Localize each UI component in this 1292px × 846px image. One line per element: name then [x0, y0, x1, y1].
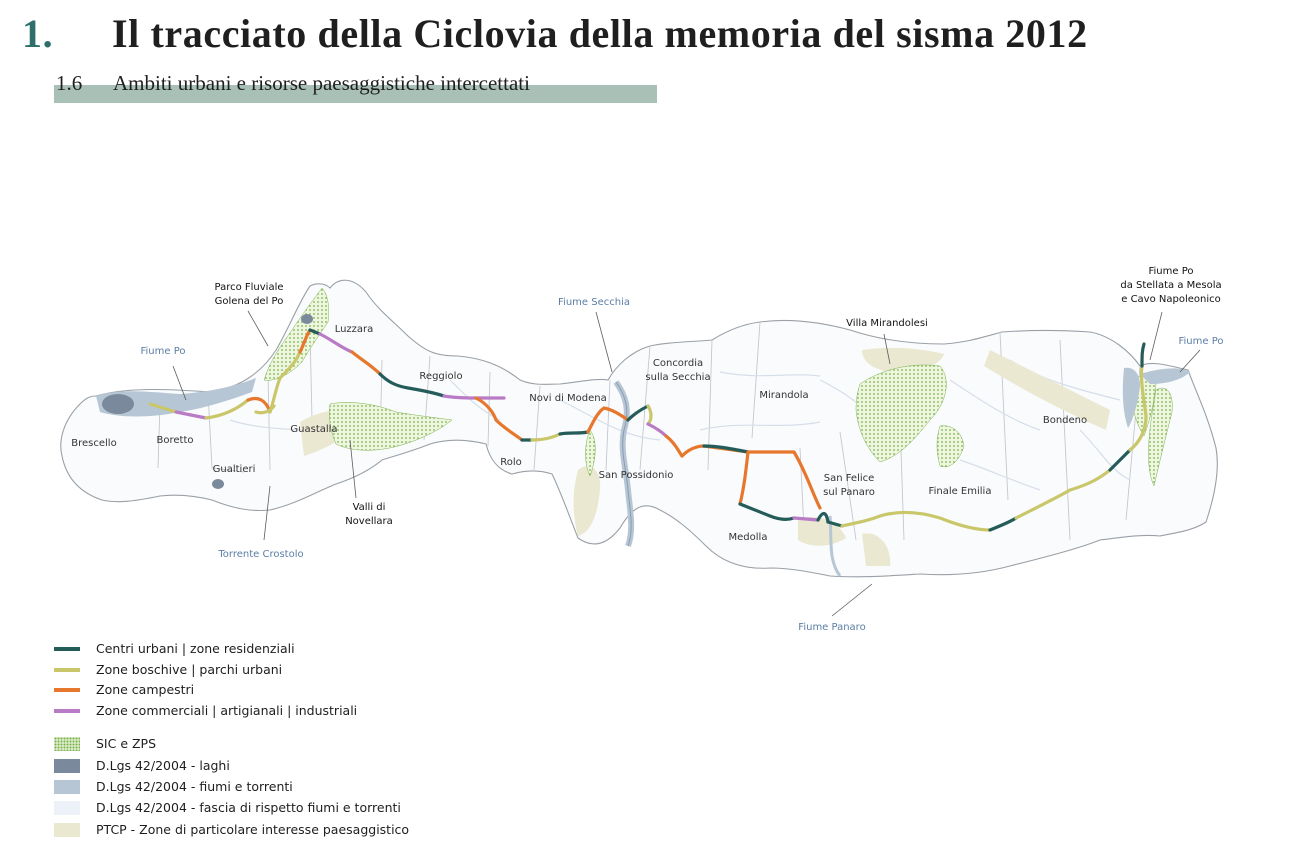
legend-swatch [54, 779, 80, 794]
town-guastalla: Guastalla [290, 424, 337, 435]
legend-swatch [54, 667, 80, 672]
section-number: 1. [22, 11, 54, 56]
section-title: Il tracciato della Ciclovia della memori… [112, 11, 1088, 56]
leader-lines [172, 310, 1201, 617]
legend-swatch [54, 758, 80, 773]
town-brescello: Brescello [71, 438, 116, 449]
legend-swatch [54, 646, 80, 651]
legend-urban: Centri urbani | zone residenziali [54, 641, 295, 656]
legend-label: D.Lgs 42/2004 - fascia di rispetto fiumi… [96, 800, 401, 815]
legend-commercial: Zone commerciali | artigianali | industr… [54, 703, 357, 718]
legend-label: Centri urbani | zone residenziali [96, 641, 295, 656]
label-torrente-crostolo: Torrente Crostolo [217, 549, 303, 560]
legend-swatch [54, 708, 80, 713]
legend-sic-zps: SIC e ZPS [54, 736, 156, 751]
town-rolo: Rolo [500, 457, 522, 468]
town-finale: Finale Emilia [929, 486, 992, 497]
legend-label: PTCP - Zone di particolare interesse pae… [96, 822, 410, 837]
water-labels: Fiume Po Torrente Crostolo Fiume Secchia… [140, 297, 1223, 633]
cycle-route [148, 328, 1148, 532]
town-luzzara: Luzzara [335, 324, 374, 335]
town-reggiolo: Reggiolo [419, 371, 462, 382]
label-fiume-po-west: Fiume Po [140, 346, 185, 357]
legend-ptcp: PTCP - Zone di particolare interesse pae… [54, 822, 409, 837]
label-fiume-secchia: Fiume Secchia [558, 297, 630, 308]
town-bondeno: Bondeno [1043, 415, 1087, 426]
legend-swatch [54, 736, 80, 751]
legend-label: Zone boschive | parchi urbani [96, 662, 283, 677]
label-villa-mirandolesi: Villa Mirandolesi [846, 318, 928, 329]
legend-label: D.Lgs 42/2004 - laghi [96, 758, 230, 773]
legend-rivers: D.Lgs 42/2004 - fiumi e torrenti [54, 779, 293, 794]
town-novi: Novi di Modena [529, 393, 607, 404]
subtitle-band [54, 85, 657, 103]
subsection-number: 1.6 [56, 71, 83, 95]
label-fiume-po-east: Fiume Po [1178, 336, 1223, 347]
legend-swatch [54, 822, 80, 837]
town-mirandola: Mirandola [759, 390, 808, 401]
sic-zps-areas [263, 287, 1173, 487]
town-medolla: Medolla [729, 532, 768, 543]
legend-swatch [54, 687, 80, 692]
legend-wood: Zone boschive | parchi urbani [54, 662, 282, 677]
town-gualtieri: Gualtieri [213, 464, 256, 475]
town-san-possidonio: San Possidonio [599, 470, 674, 481]
legend-label: SIC e ZPS [96, 736, 157, 751]
legend-river-buffer: D.Lgs 42/2004 - fascia di rispetto fiumi… [54, 800, 401, 815]
legend-label: Zone campestri [96, 682, 195, 697]
legend-label: Zone commerciali | artigianali | industr… [96, 703, 358, 718]
legend-rural: Zone campestri [54, 682, 194, 697]
label-fiume-panaro: Fiume Panaro [798, 622, 865, 633]
legend-swatch [54, 800, 80, 815]
town-boretto: Boretto [157, 435, 194, 446]
lake-areas [102, 314, 313, 489]
municipal-territory [60, 279, 1218, 578]
legend-lakes: D.Lgs 42/2004 - laghi [54, 758, 230, 773]
legend-label: D.Lgs 42/2004 - fiumi e torrenti [96, 779, 293, 794]
subsection-title: Ambiti urbani e risorse paesaggistiche i… [113, 71, 530, 95]
town-labels: Brescello Boretto Gualtieri Guastalla Lu… [71, 324, 1087, 543]
river-areas [96, 367, 1190, 577]
page-heading: 1. Il tracciato della Ciclovia della mem… [22, 10, 1088, 57]
page-subheading: 1.6 Ambiti urbani e risorse paesaggistic… [56, 71, 530, 96]
